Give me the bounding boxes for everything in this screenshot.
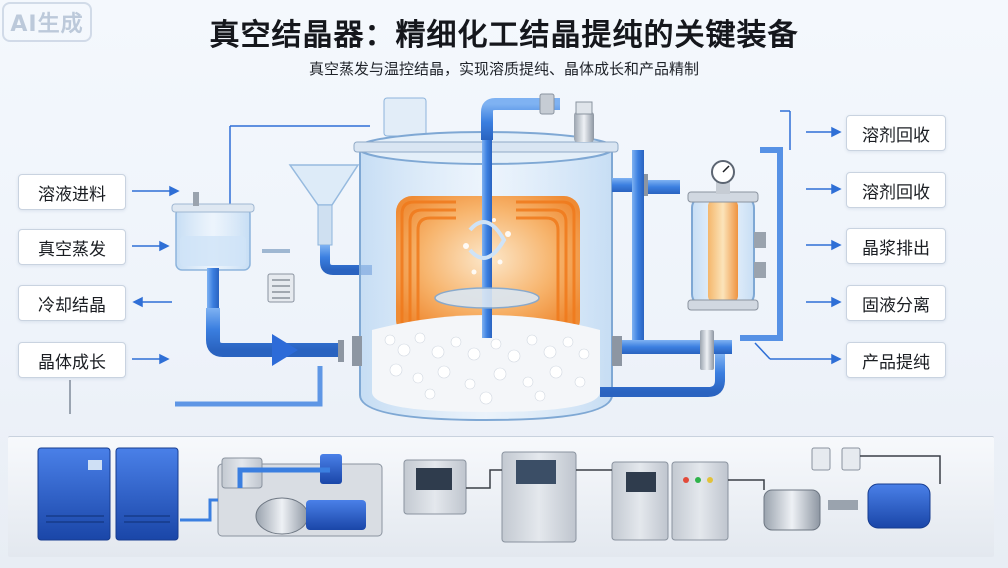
vacuum-pump-icon xyxy=(37,447,179,541)
cable-lines xyxy=(180,455,941,522)
pump-skid xyxy=(217,454,383,537)
left-connectors xyxy=(69,125,370,414)
label-crystal-growth: 晶体成长 xyxy=(18,342,126,378)
label-solution-feed: 溶液进料 xyxy=(18,174,126,210)
crystallizer-vessel xyxy=(352,97,622,422)
page-title: 真空结晶器：精细化工结晶提纯的关键装备 xyxy=(209,18,799,53)
page-subtitle: 真空蒸发与温控结晶，实现溶质提纯、晶体成长和产品精制 xyxy=(308,60,699,78)
right-connectors xyxy=(754,110,842,365)
pressure-gauge-icon xyxy=(711,160,735,184)
feed-tank xyxy=(171,192,255,310)
label-solid-liquid-separation: 固液分离 xyxy=(846,285,946,321)
inlet-pipe xyxy=(175,308,344,407)
ai-watermark: AI生成 xyxy=(2,2,92,42)
motor-icon xyxy=(763,447,931,531)
label-solvent-recovery-1: 溶剂回收 xyxy=(846,115,946,151)
funnel-icon xyxy=(288,164,372,275)
separator-column xyxy=(687,147,783,341)
condenser-piping xyxy=(600,150,732,397)
agitator-icon xyxy=(434,108,540,338)
label-product-purification: 产品提纯 xyxy=(846,342,946,378)
control-cabinet-icon xyxy=(403,451,729,543)
label-vacuum-evaporation: 真空蒸发 xyxy=(18,229,126,265)
label-cooling-crystallization: 冷却结晶 xyxy=(18,285,126,321)
label-solvent-recovery-2: 溶剂回收 xyxy=(846,172,946,208)
vapor-line xyxy=(481,93,594,142)
label-slurry-discharge: 晶浆排出 xyxy=(846,228,946,264)
sensor-box xyxy=(262,249,295,303)
